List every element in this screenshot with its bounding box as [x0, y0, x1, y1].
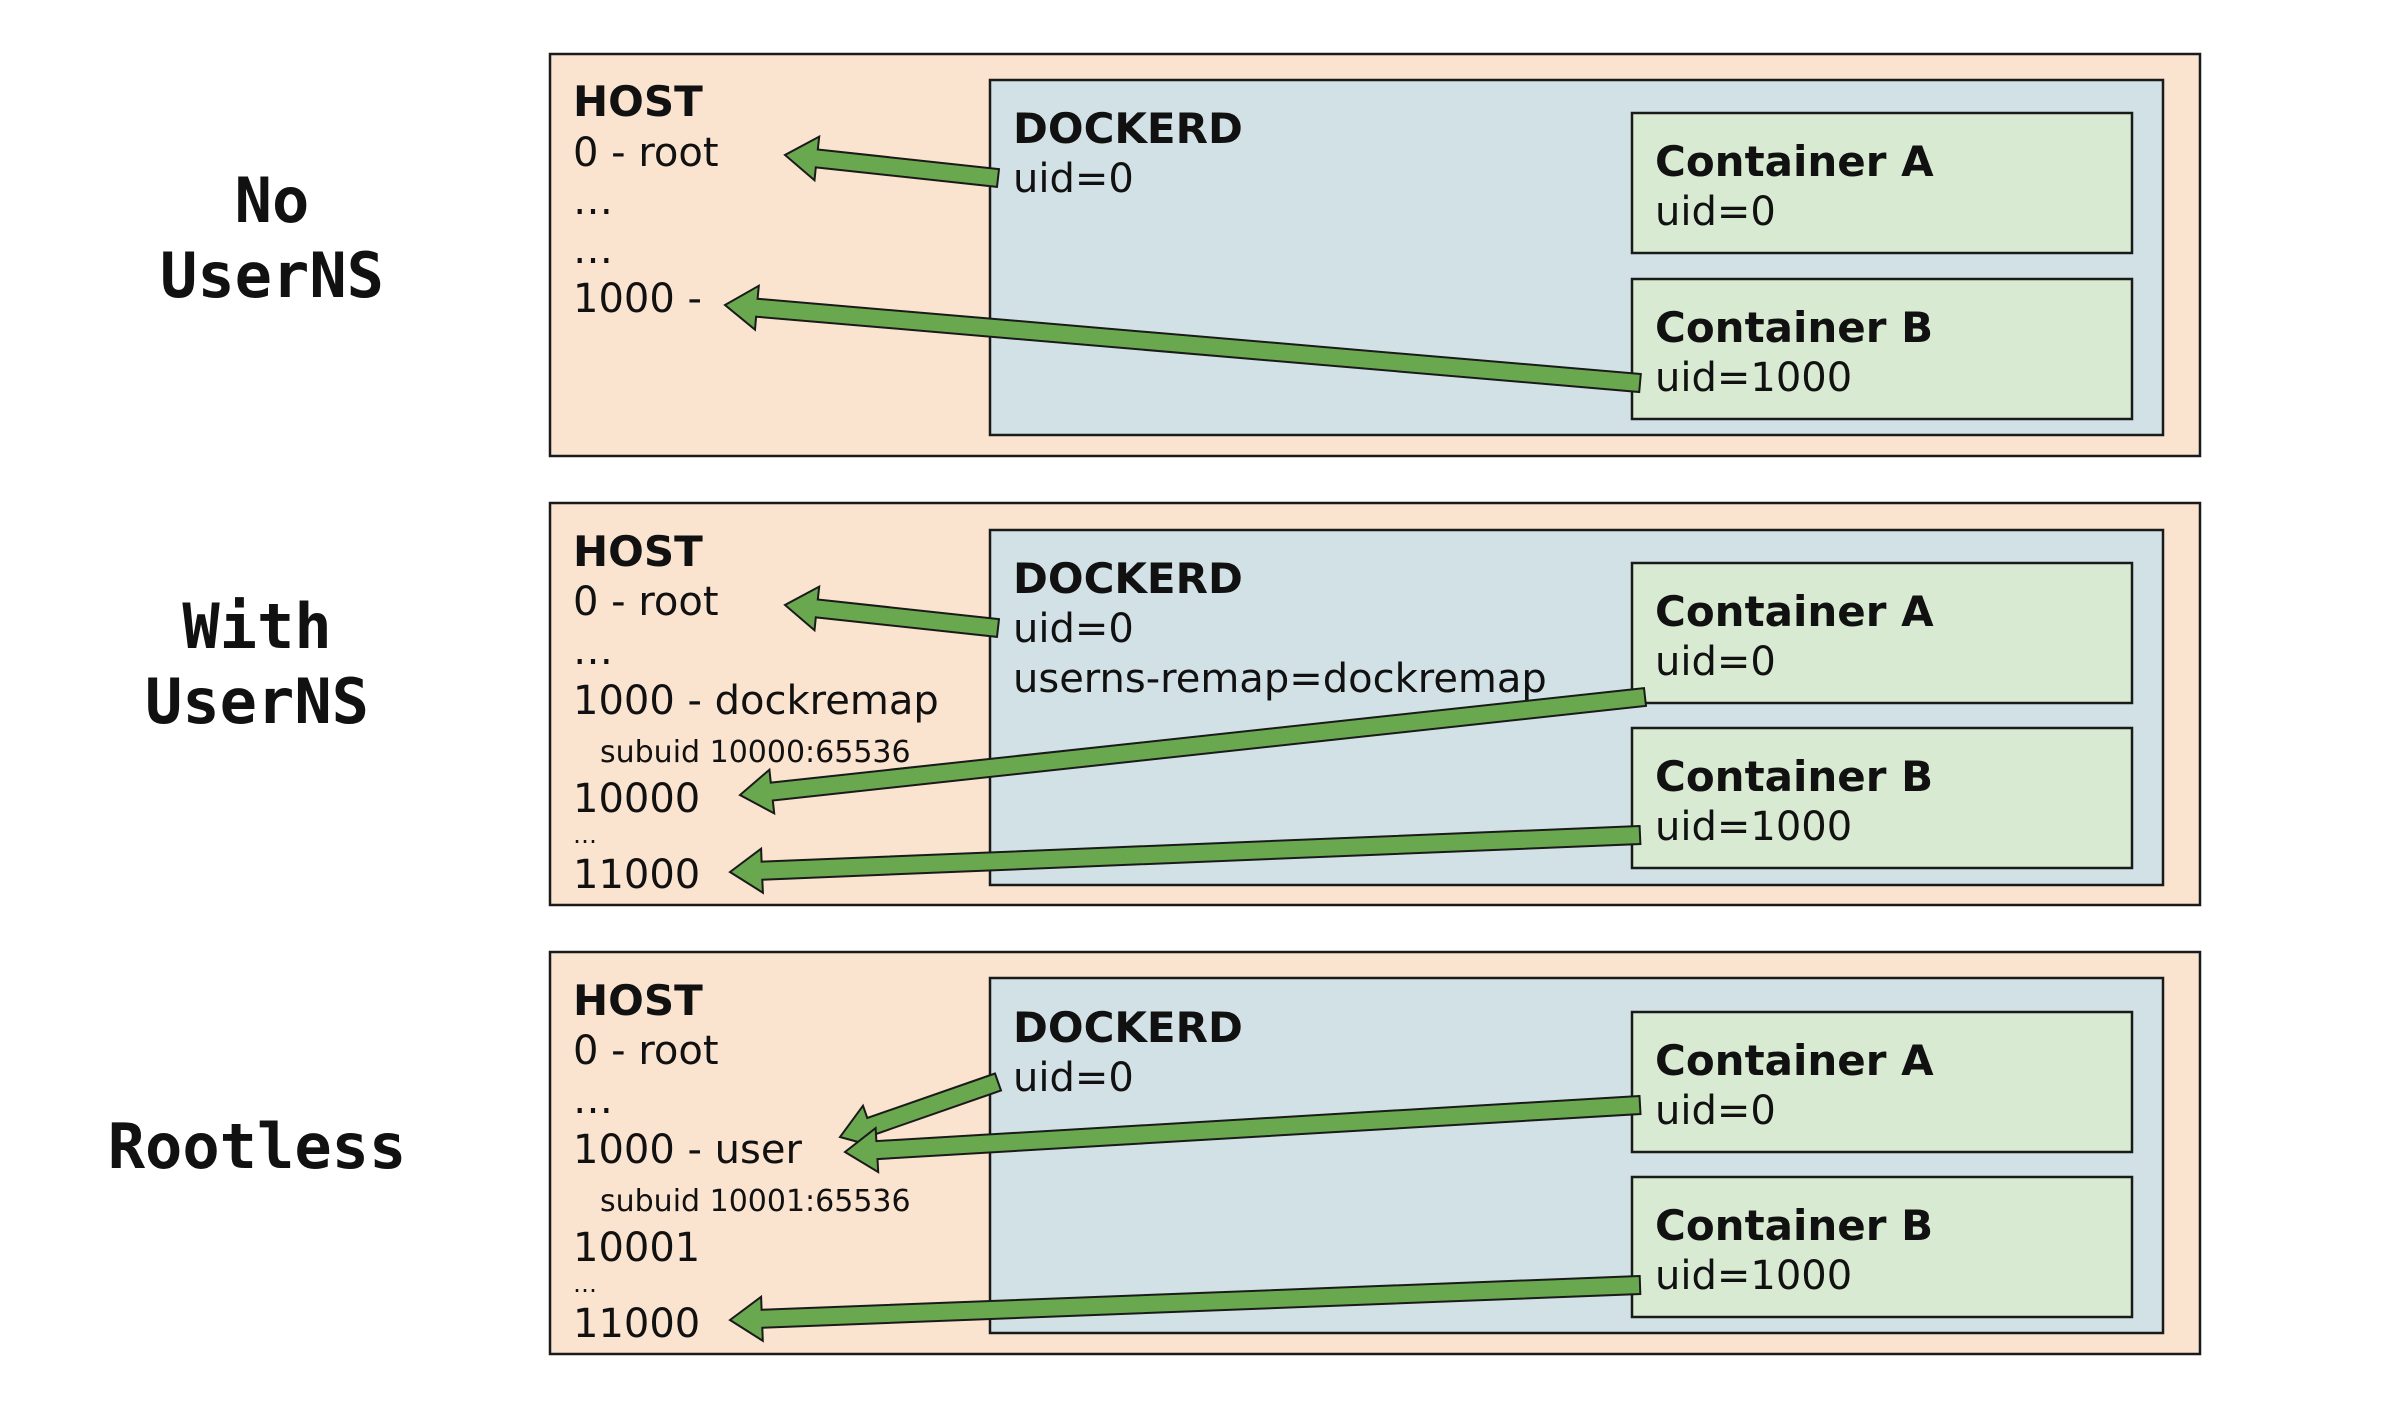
arrow-shape	[728, 824, 1642, 895]
dockerd-title: DOCKERD	[1013, 554, 1243, 603]
arrow-shape	[843, 1094, 1642, 1174]
host-uid-line: 11000	[573, 1301, 700, 1347]
container-a-uid: uid=0	[1655, 189, 1776, 235]
host-uid-line: 10001	[573, 1225, 700, 1271]
mapping-arrow-container-a-to-user	[843, 1094, 1642, 1174]
container-b-box	[1630, 1175, 2134, 1319]
host-uid-line: …	[573, 628, 613, 674]
container-b-title: Container B	[1655, 752, 1933, 801]
container-a-box	[1630, 561, 2134, 705]
dockerd-title: DOCKERD	[1013, 104, 1243, 153]
host-uid-line: 0 - root	[573, 1028, 719, 1074]
mapping-arrow-container-b-to-1000	[723, 283, 1642, 394]
panel-title-line: UserNS	[145, 665, 369, 738]
host-title: HOST	[573, 527, 703, 576]
arrow-shape	[783, 584, 1001, 639]
container-b-title: Container B	[1655, 1201, 1933, 1250]
host-subuid-note: subuid 10001:65536	[600, 1184, 911, 1219]
host-uid-line: 1000 - user	[573, 1127, 802, 1173]
container-b-uid: uid=1000	[1655, 804, 1852, 850]
container-a-uid: uid=0	[1655, 1088, 1776, 1134]
mapping-arrow-dockerd-to-root	[783, 584, 1001, 639]
dockerd-uid-line: uid=0	[1013, 606, 1134, 652]
arrow-shape	[738, 686, 1648, 816]
mapping-arrow-container-b-to-11000	[728, 1274, 1642, 1343]
host-title: HOST	[573, 976, 703, 1025]
host-uid-line: …	[573, 1077, 613, 1123]
container-b-uid: uid=1000	[1655, 355, 1852, 401]
dockerd-uid-line: uid=0	[1013, 156, 1134, 202]
container-a-box	[1630, 1010, 2134, 1154]
panel-title-line: UserNS	[160, 239, 384, 312]
container-b-box	[1630, 726, 2134, 870]
host-uid-line: …	[573, 227, 613, 273]
dockerd-title: DOCKERD	[1013, 1003, 1243, 1052]
dockerd-remap-line: userns-remap=dockremap	[1013, 656, 1547, 702]
mapping-arrow-dockerd-to-root	[783, 134, 1001, 189]
host-uid-line: 0 - root	[573, 579, 719, 625]
host-uid-line: …	[573, 178, 613, 224]
container-a-uid: uid=0	[1655, 639, 1776, 685]
arrow-shape	[783, 134, 1001, 189]
panel-title-line: Rootless	[108, 1110, 407, 1183]
container-b-title: Container B	[1655, 303, 1933, 352]
panel-with-userns: With UserNS HOST 0 - root … 1000 - dockr…	[145, 501, 2202, 907]
mapping-arrow-container-a-to-10000	[738, 686, 1648, 816]
host-uid-line: 10000	[573, 776, 700, 822]
container-a-title: Container A	[1655, 587, 1934, 636]
mapping-arrow-container-b-to-11000	[728, 824, 1642, 895]
host-uid-line: …	[573, 1270, 597, 1298]
container-b-uid: uid=1000	[1655, 1253, 1852, 1299]
host-uid-line: …	[573, 821, 597, 849]
host-uid-line: 1000 -	[573, 276, 702, 322]
container-a-box	[1630, 111, 2134, 255]
container-a-title: Container A	[1655, 1036, 1934, 1085]
container-a-title: Container A	[1655, 137, 1934, 186]
host-uid-line: 11000	[573, 852, 700, 898]
arrow-shape	[728, 1274, 1642, 1343]
panel-title-line: With	[182, 590, 331, 663]
host-title: HOST	[573, 77, 703, 126]
panel-rootless: Rootless HOST 0 - root … 1000 - user sub…	[108, 950, 2202, 1356]
host-uid-line: 0 - root	[573, 130, 719, 176]
host-uid-line: 1000 - dockremap	[573, 678, 939, 724]
container-b-box	[1630, 277, 2134, 421]
panel-no-userns: No UserNS HOST 0 - root … … 1000 - DOCKE…	[160, 52, 2202, 458]
panel-title-line: No	[235, 164, 310, 237]
arrow-shape	[723, 283, 1642, 394]
host-subuid-note: subuid 10000:65536	[600, 735, 911, 770]
dockerd-uid-line: uid=0	[1013, 1055, 1134, 1101]
